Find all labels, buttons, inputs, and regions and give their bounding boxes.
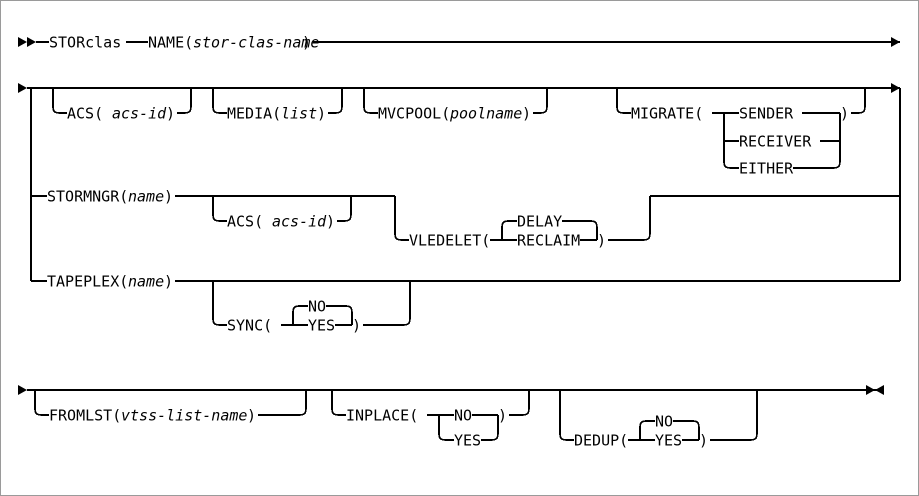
acs-option-exit-path [177,88,192,114]
vledelet-option-exit-path [608,196,651,241]
fromlst-open-paren: FROMLST( [49,407,121,425]
tapeplex-close-paren: ) [164,273,173,291]
stormngr-name-variable: name [128,188,164,206]
sync-choice-no: NO [308,298,326,316]
migrate-choice-receiver: RECEIVER [739,133,812,151]
acs2-open-paren: ACS( [227,213,263,231]
mvcpool-open-paren: MVCPOOL( [378,105,450,123]
start-arrow-1-icon [18,37,27,47]
row2-end-arrow-icon [891,83,900,93]
sync-open-paren: SYNC( [227,317,272,335]
acs2-close-paren: ) [326,213,335,231]
inplace-choice-left-rail [438,415,454,441]
inplace-choice-no: NO [454,407,472,425]
migrate-close-paren: ) [840,105,849,123]
vledelet-close-paren: ) [597,232,606,250]
migrate-option-enter-path [616,88,631,114]
dedup-option-exit-path [710,390,758,441]
sync-choice-yes: YES [308,317,335,335]
sync-close-paren: ) [352,317,361,335]
row5-end-arrow-left-icon [875,385,884,395]
sync-no-out [326,305,353,325]
row-1-group: STORclas NAME( stor-clas-name ) [18,34,900,52]
media-option-enter-path [212,88,227,114]
start-arrow-2-icon [27,37,36,47]
row2-start-arrow-icon [18,83,27,93]
migrate-either-out [793,113,841,169]
tapeplex-open-paren: TAPEPLEX( [47,273,128,291]
row-3-group: STORMNGR( name ) ACS( acs-id ) VLEDELET(… [31,88,901,250]
stormngr-open-paren: STORMNGR( [47,188,128,206]
sync-option-enter-path [212,281,227,326]
media-open-paren: MEDIA( [227,105,281,123]
sync-option-exit-path [363,281,411,326]
dedup-open-paren: DEDUP( [574,432,628,450]
dedup-choice-no: NO [655,413,673,431]
inplace-open-paren: INPLACE( [346,407,418,425]
migrate-choice-sender: SENDER [739,105,794,123]
name-close-paren: ) [302,34,311,52]
migrate-open-paren: MIGRATE( [631,105,703,123]
fromlst-option-enter-path [34,390,49,416]
row5-end-arrow-right-icon [866,385,875,395]
acs-close-paren: ) [166,105,175,123]
dedup-choice-yes: YES [655,432,682,450]
acs-option-enter-path [52,88,67,114]
fromlst-close-paren: ) [247,407,256,425]
row1-end-arrow-icon [891,37,900,47]
inplace-option-exit-path [509,390,530,416]
migrate-option-exit-path [851,88,866,114]
inplace-option-enter-path [331,390,346,416]
media-close-paren: ) [317,105,326,123]
inplace-choice-yes: YES [454,432,481,450]
name-open-paren: NAME( [148,34,193,52]
migrate-choice-left-rail [723,113,731,169]
vledelet-option-enter-path [394,196,409,241]
vledelet-choice-reclaim: RECLAIM [517,232,580,250]
row-5-group: FROMLST( vtss-list-name ) INPLACE( NO YE… [18,385,884,450]
stormngr-close-paren: ) [164,188,173,206]
inplace-close-paren: ) [498,407,507,425]
row-4-group: TAPEPLEX( name ) SYNC( NO YES ) [31,196,901,335]
dedup-option-enter-path [559,390,574,441]
inplace-yes-out [481,415,499,441]
list-variable: list [281,105,317,123]
acs2-id-variable: acs-id [272,213,327,231]
vtss-list-name-variable: vtss-list-name [121,407,247,425]
mvcpool-close-paren: ) [522,105,531,123]
dedup-no-in [639,420,655,440]
vledelet-delay-out [562,220,598,240]
row-2-group: ACS( acs-id ) MEDIA( list ) MVCPOOL( poo… [18,83,900,281]
sync-no-in [292,305,308,325]
fromlst-option-exit-path [258,390,307,416]
mvcpool-option-exit-path [533,88,548,114]
vledelet-delay-in [501,220,517,240]
media-option-exit-path [328,88,343,114]
stor-clas-name-variable: stor-clas-name [193,34,319,52]
migrate-choice-either: EITHER [739,160,794,178]
acs2-option-exit-path [337,196,352,222]
acs2-option-enter-path [212,196,227,222]
acs-id-variable: acs-id [112,105,167,123]
dedup-close-paren: ) [699,432,708,450]
storclas-keyword: STORclas [49,34,121,52]
tapeplex-name-variable: name [128,273,164,291]
vledelet-choice-delay: DELAY [517,213,562,231]
dedup-no-out [673,420,700,440]
vledelet-open-paren: VLEDELET( [409,232,490,250]
row5-start-arrow-icon [18,385,27,395]
mvcpool-option-enter-path [363,88,378,114]
poolname-variable: poolname [449,105,522,123]
acs-open-paren: ACS( [67,105,103,123]
